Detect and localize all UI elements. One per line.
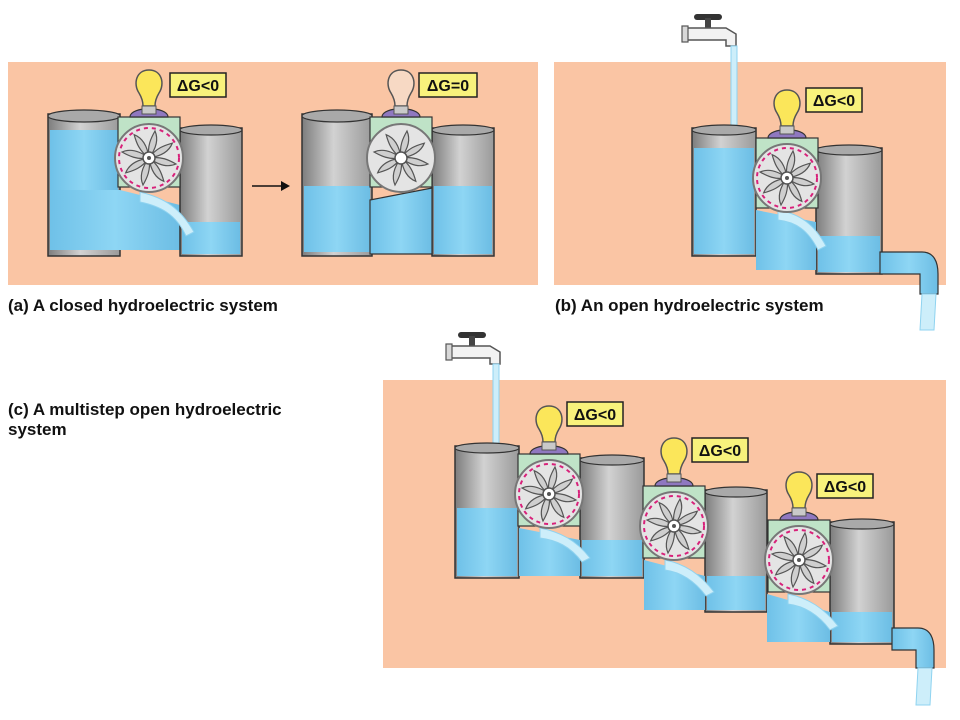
- dg-label-a2: ΔG=0: [418, 72, 478, 98]
- faucet-icon: [681, 13, 737, 47]
- svg-text:ΔG<0: ΔG<0: [574, 407, 616, 424]
- panel-a-system-1: [47, 69, 243, 257]
- panel-b-system: [681, 13, 939, 331]
- svg-text:ΔG=0: ΔG=0: [427, 78, 469, 95]
- panel-a-system-2: [301, 69, 495, 257]
- faucet-icon: [445, 331, 501, 365]
- dg-label-b: ΔG<0: [805, 87, 863, 113]
- dg-label-c1: ΔG<0: [566, 401, 624, 427]
- svg-text:ΔG<0: ΔG<0: [813, 93, 855, 110]
- panel-c-system: [445, 331, 935, 706]
- caption-closed-system: (a) A closed hydroelectric system: [8, 296, 278, 315]
- svg-text:ΔG<0: ΔG<0: [824, 479, 866, 496]
- dg-label-c2: ΔG<0: [691, 437, 749, 463]
- dg-label-c3: ΔG<0: [816, 473, 874, 499]
- svg-text:ΔG<0: ΔG<0: [699, 443, 741, 460]
- arrow-right-icon: [252, 181, 290, 191]
- dg-label-a1: ΔG<0: [169, 72, 227, 98]
- caption-open-system: (b) An open hydroelectric system: [555, 296, 824, 315]
- svg-text:ΔG<0: ΔG<0: [177, 78, 219, 95]
- caption-multistep-system: (c) A multistep open hydroelectric syste…: [8, 400, 282, 439]
